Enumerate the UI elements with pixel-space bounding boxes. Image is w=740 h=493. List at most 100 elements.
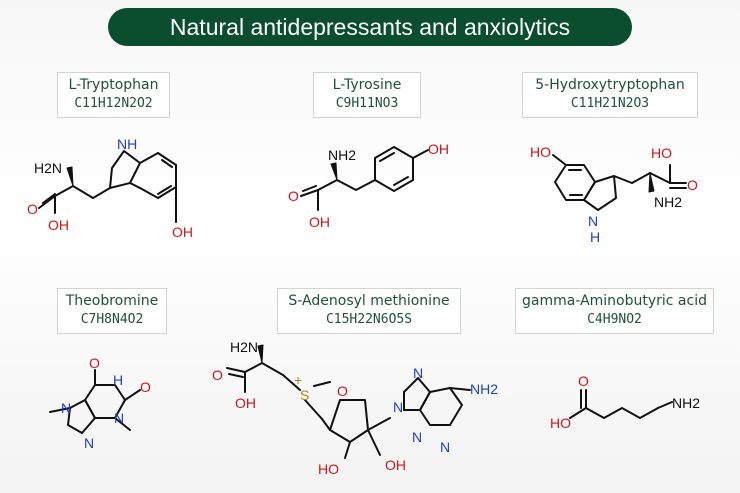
atom-label: H2N: [34, 160, 62, 176]
compound-formula: C4H9NO2: [587, 312, 642, 327]
atom-label: OH: [235, 395, 256, 411]
bond: [313, 381, 331, 387]
atom-label: H: [590, 229, 600, 245]
atom-label: N: [412, 429, 422, 445]
compound-name: gamma-Aminobutyric acid: [522, 293, 707, 309]
page-title: Natural antidepressants and anxiolytics: [108, 8, 632, 46]
atom-label: HO: [318, 461, 339, 477]
atom-label: OH: [309, 214, 330, 230]
compound-formula: C9H11NO3: [335, 96, 399, 111]
bond: [157, 152, 177, 166]
compound-name: S-Adenosyl methionine: [288, 293, 450, 309]
compound-name: Theobromine: [65, 293, 159, 309]
atom-label: N: [393, 399, 403, 415]
wedge-bond: [330, 162, 338, 181]
structure-5-hydroxytryptophan: HO HO O NH2 N H: [530, 144, 698, 245]
atom-label: O: [89, 355, 100, 371]
atom-label: N: [84, 435, 94, 451]
label-gamma-aminobutyric-acid: gamma-Aminobutyric acid C4H9NO2: [515, 288, 714, 334]
atom-label: OH: [385, 457, 406, 473]
label-5-hydroxytryptophan: 5-Hydroxytryptophan C11H21N2O3: [522, 72, 698, 118]
structure-theobromine: O H O N N N: [49, 355, 151, 451]
bond: [321, 418, 331, 431]
bond: [139, 187, 159, 199]
bond: [317, 179, 376, 211]
compound-formula: C11H12N2O2: [74, 96, 153, 111]
bond: [157, 185, 172, 195]
atom-label: O: [288, 188, 299, 204]
compound-formula: C7H8N4O2: [80, 312, 144, 327]
atom-label: HO: [530, 144, 551, 160]
atom-label: O: [140, 379, 151, 395]
bond: [403, 377, 431, 411]
atom-label: O: [687, 177, 698, 193]
atom-label: N: [413, 365, 423, 381]
bond: [244, 362, 301, 391]
bond: [552, 154, 567, 166]
bond: [42, 193, 56, 204]
atom-label: NH2: [654, 194, 682, 210]
wedge-bond: [648, 172, 655, 193]
bond: [157, 186, 177, 199]
bond: [124, 389, 141, 401]
bond: [583, 175, 617, 211]
label-l-tryptophan: L-Tryptophan C11H12N2O2: [57, 72, 170, 118]
bond: [67, 399, 96, 434]
atom-label: H: [113, 372, 123, 388]
atom-label: OH: [172, 224, 193, 240]
structure-l-tyrosine: NH2 O OH OH: [288, 141, 449, 230]
bond: [613, 175, 633, 184]
bond: [49, 407, 71, 413]
bond: [38, 195, 56, 209]
atom-label: NH2: [672, 395, 700, 411]
atom-label: S: [300, 387, 309, 403]
bond: [304, 399, 323, 420]
charge-label: +: [294, 372, 302, 388]
atom-label: OH: [428, 141, 449, 157]
atom-label: NH: [117, 136, 137, 152]
compound-formula: C15H22N6O5S: [325, 312, 413, 327]
atom-label: NH2: [470, 381, 498, 397]
bond: [449, 387, 471, 391]
atom-label: O: [578, 373, 589, 389]
compound-name: L-Tyrosine: [332, 77, 402, 93]
bond: [300, 189, 319, 197]
label-l-tyrosine: L-Tyrosine C9H11NO3: [313, 72, 421, 118]
bond: [631, 172, 651, 184]
bond: [139, 152, 159, 164]
structure-gaba: O HO NH2: [550, 373, 700, 431]
wedge-bond: [66, 166, 74, 187]
bond: [649, 172, 671, 184]
atom-label: N: [588, 213, 598, 229]
bond: [329, 399, 369, 443]
atom-label: N: [440, 439, 450, 455]
bond: [161, 159, 173, 168]
bond: [54, 185, 111, 214]
atom-label: HO: [550, 415, 571, 431]
bond: [419, 387, 463, 426]
bond: [367, 429, 381, 456]
atom-label: O: [27, 201, 38, 217]
atom-label: H2N: [230, 339, 258, 355]
atom-label: N: [114, 410, 124, 426]
atom-label: O: [212, 367, 223, 383]
compound-name: L-Tryptophan: [68, 77, 159, 93]
atom-label: N: [61, 400, 71, 416]
atom-label: NH2: [328, 147, 356, 163]
bond: [302, 185, 317, 192]
bond: [412, 149, 429, 159]
label-theobromine: Theobromine C7H8N4O2: [57, 288, 167, 334]
bond: [379, 152, 395, 162]
structure-s-adenosyl-methionine: H2N O OH S + O HO OH N N NH2 N N: [212, 339, 498, 477]
atom-label: HO: [651, 145, 672, 161]
wedge-bond: [257, 344, 264, 364]
bond: [367, 417, 391, 431]
bond: [344, 441, 351, 459]
bond: [228, 373, 244, 378]
bond: [109, 150, 141, 189]
compound-name: 5-Hydroxytryptophan: [535, 77, 685, 93]
atom-label: O: [337, 383, 348, 399]
compound-formula: C11H21N2O3: [570, 96, 650, 111]
bond: [129, 182, 141, 189]
